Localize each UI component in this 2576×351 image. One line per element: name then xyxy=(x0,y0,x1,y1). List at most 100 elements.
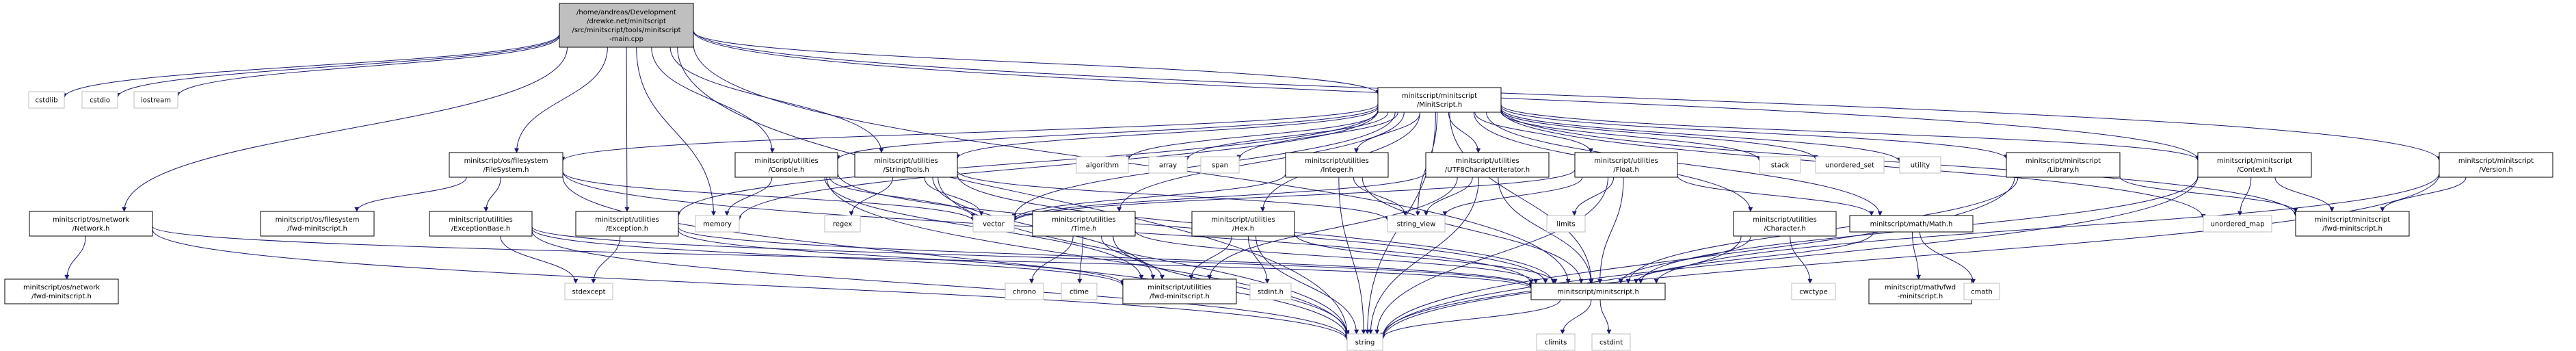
edge-minitscript_h-to-algorithm xyxy=(1126,112,1379,161)
node-time-h[interactable]: minitscript/utilities/Time.h xyxy=(1032,211,1136,237)
node-unordered-set: unordered_set xyxy=(1815,156,1885,174)
node-box xyxy=(429,211,533,237)
node-label-line: minitscript/minitscript xyxy=(2315,216,2390,224)
node-fwd-fs-h[interactable]: minitscript/os/filesystem/fwd-minitscrip… xyxy=(260,211,375,237)
node-cstdio: cstdio xyxy=(81,91,118,109)
node-library-h[interactable]: minitscript/minitscript/Library.h xyxy=(2006,152,2121,178)
node-label-line: minitscript/utilities xyxy=(1052,216,1115,224)
node-box xyxy=(1377,87,1502,113)
node-label-line: minitscript/math/Math.h xyxy=(1870,221,1953,229)
node-label-line: minitscript/minitscript.h xyxy=(1557,289,1639,296)
node-label-line: /Character.h xyxy=(1764,225,1805,233)
node-version-h[interactable]: minitscript/minitscript/Version.h xyxy=(2439,152,2553,178)
node-unordered-map: unordered_map xyxy=(2203,215,2272,233)
node-minitscript-h[interactable]: minitscript/minitscript/MinitScript.h xyxy=(1377,87,1502,113)
node-exception-h[interactable]: minitscript/utilities/Exception.h xyxy=(575,211,679,237)
node-integer-h[interactable]: minitscript/utilities/Integer.h xyxy=(1285,152,1389,178)
node-exceptionbase-h[interactable]: minitscript/utilities/ExceptionBase.h xyxy=(429,211,533,237)
edge-main-to-minitscript_h xyxy=(693,31,1381,95)
node-fwd-ms-h[interactable]: minitscript/minitscript/fwd-minitscript.… xyxy=(2295,211,2410,237)
node-chrono: chrono xyxy=(1005,283,1044,300)
node-label-line: /Hex.h xyxy=(1232,225,1254,233)
node-label-line: /Float.h xyxy=(1613,166,1639,174)
node-label-line: minitscript/os/filesystem xyxy=(276,216,360,224)
node-label-line: /home/andreas/Development xyxy=(576,9,676,16)
node-main[interactable]: /home/andreas/Development/drewke.net/min… xyxy=(559,3,694,48)
node-minitscript-core-h[interactable]: minitscript/minitscript.h xyxy=(1530,283,1666,300)
node-box xyxy=(1425,152,1550,178)
edge-minitscript_h-to-console_h xyxy=(835,105,1379,161)
node-label-line: /fwd-minitscript.h xyxy=(2322,225,2382,233)
node-label-line: ctime xyxy=(1070,289,1089,296)
edge-exceptionbase_h-to-string xyxy=(531,231,1350,341)
node-utf8-h[interactable]: minitscript/utilities/UTF8CharacterItera… xyxy=(1425,152,1550,178)
node-label-line: /UTF8CharacterIterator.h xyxy=(1445,166,1530,174)
node-box xyxy=(1387,215,1446,233)
node-label-line: /ExceptionBase.h xyxy=(451,225,510,233)
node-box xyxy=(2006,152,2121,178)
node-stringtools-h[interactable]: minitscript/utilities/StringTools.h xyxy=(854,152,958,178)
node-label-line: /Time.h xyxy=(1071,225,1096,233)
edge-minitscript_h-to-fwd_ms_h xyxy=(1500,108,2298,217)
node-fwd-math-h[interactable]: minitscript/math/fwd-minitscript.h xyxy=(1868,278,1972,304)
edge-time_h-to-fwd_util_h xyxy=(1100,235,1165,280)
edge-exceptionbase_h-to-stdexcept xyxy=(500,235,579,284)
node-array: array xyxy=(1148,156,1188,174)
node-label-line: /Integer.h xyxy=(1320,166,1353,174)
node-label-line: /FileSystem.h xyxy=(483,166,529,174)
edge-exception_h-to-minitscript_core_h xyxy=(678,226,1534,287)
node-context-h[interactable]: minitscript/minitscript/Context.h xyxy=(2197,152,2312,178)
edge-character_h-to-cwctype xyxy=(1790,235,1813,284)
edge-exceptionbase_h-to-fwd_util_h xyxy=(531,229,1126,287)
edge-main-to-filesystem_h xyxy=(514,47,608,153)
node-fwd-network-h[interactable]: minitscript/os/network/fwd-minitscript.h xyxy=(4,278,119,304)
node-label-line: /Version.h xyxy=(2479,166,2513,174)
node-label-line: limits xyxy=(1556,221,1575,229)
node-label-line: /Console.h xyxy=(769,166,805,174)
edge-minitscript_h-to-library_h xyxy=(1500,106,2009,160)
node-label-line: regex xyxy=(833,221,852,229)
edge-minitscript_h-to-array xyxy=(1184,112,1389,161)
edge-integer_h-to-string_view xyxy=(1353,177,1408,216)
node-math-h[interactable]: minitscript/math/Math.h xyxy=(1849,215,1974,233)
edge-network_h-to-fwd_network_h xyxy=(64,235,86,280)
edge-minitscript_core_h-to-string xyxy=(1380,299,1561,339)
node-box xyxy=(1791,283,1836,300)
node-filesystem-h[interactable]: minitscript/os/filesystem/FileSystem.h xyxy=(449,152,563,178)
node-box xyxy=(1061,283,1098,300)
node-label-line: minitscript/utilities xyxy=(1147,284,1211,291)
edge-stringtools_h-to-vector xyxy=(924,177,984,216)
node-label-line: vector xyxy=(983,221,1005,229)
node-fwd-util-h[interactable]: minitscript/utilities/fwd-minitscript.h xyxy=(1122,278,1237,304)
edge-console_h-to-memory xyxy=(724,177,773,216)
node-box xyxy=(1849,215,1974,233)
edge-hex_h-to-stdint_h xyxy=(1247,235,1270,284)
dependency-edges xyxy=(62,30,2467,341)
edge-main-to-memory xyxy=(636,47,716,216)
edge-hex_h-to-fwd_util_h xyxy=(1189,235,1232,280)
edge-network_h-to-minitscript_core_h xyxy=(152,226,1534,289)
node-box xyxy=(1868,278,1972,304)
node-label-line: minitscript/utilities xyxy=(595,216,659,224)
node-box xyxy=(1005,283,1044,300)
node-stdexcept: stdexcept xyxy=(564,283,613,300)
node-label-line: minitscript/math/fwd xyxy=(1885,284,1956,291)
node-box xyxy=(695,215,740,233)
node-float-h[interactable]: minitscript/utilities/Float.h xyxy=(1574,152,1678,178)
node-label-line: /Library.h xyxy=(2047,166,2079,174)
edge-minitscript_core_h-to-climits xyxy=(1560,299,1592,335)
edge-library_h-to-fwd_ms_h xyxy=(2119,176,2298,213)
node-character-h[interactable]: minitscript/utilities/Character.h xyxy=(1733,211,1837,237)
node-console-h[interactable]: minitscript/utilities/Console.h xyxy=(734,152,838,178)
edge-utf8_h-to-minitscript_core_h xyxy=(1498,177,1593,284)
node-hex-h[interactable]: minitscript/utilities/Hex.h xyxy=(1191,211,1295,237)
node-box xyxy=(81,91,118,109)
node-label-line: /Network.h xyxy=(72,225,110,233)
edge-time_h-to-ctime xyxy=(1077,235,1084,284)
node-vector: vector xyxy=(972,215,1015,233)
node-label-line: iostream xyxy=(141,97,171,105)
node-box xyxy=(449,152,563,178)
node-cstdint: cstdint xyxy=(1591,333,1631,351)
node-network-h[interactable]: minitscript/os/network/Network.h xyxy=(29,211,153,237)
node-box xyxy=(1536,333,1576,351)
